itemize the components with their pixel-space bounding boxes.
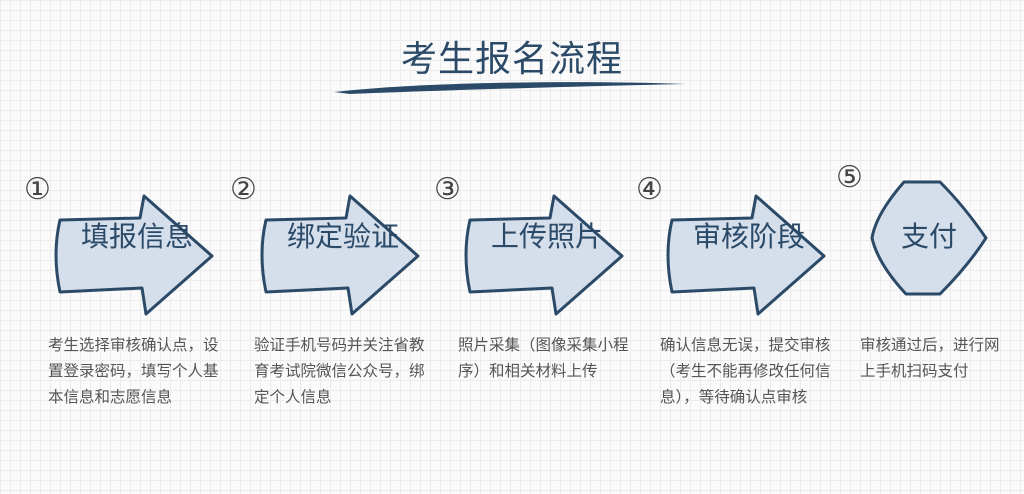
- step-label: 支付: [900, 220, 957, 253]
- step-label: 上传照片: [490, 220, 603, 253]
- step-label: 绑定验证: [286, 220, 399, 253]
- page-title: 考生报名流程: [400, 39, 623, 80]
- step-1: ① 填报信息 考生选择审核确认点，设置登录密码，填写个人基本信息和志愿信息: [24, 172, 250, 472]
- step-description: 考生选择审核确认点，设置登录密码，填写个人基本信息和志愿信息: [48, 336, 219, 406]
- title-underline-stroke: [334, 82, 686, 94]
- arrow-shape-icon: [260, 194, 420, 316]
- step-number: ③: [434, 172, 461, 207]
- step-description: 确认信息无误，提交审核（考生不能再修改任何信息），等待确认点审核: [660, 336, 831, 406]
- step-number: ④: [636, 172, 663, 207]
- step-description: 验证手机号码并关注省教育考试院微信公众号，绑定个人信息: [254, 336, 425, 406]
- step-5: ⑤ 支付 审核通过后，进行网上手机扫码支付: [836, 160, 1024, 460]
- step-number: ⑤: [836, 160, 863, 195]
- chevron-shape-icon: [870, 180, 988, 296]
- arrow-shape-icon: [666, 194, 826, 316]
- step-description: 照片采集（图像采集小程序）和相关材料上传: [458, 336, 629, 380]
- step-description: 审核通过后，进行网上手机扫码支付: [860, 336, 1000, 380]
- step-label: 审核阶段: [692, 220, 805, 253]
- step-3: ③ 上传照片 照片采集（图像采集小程序）和相关材料上传: [434, 172, 660, 472]
- step-4: ④ 审核阶段 确认信息无误，提交审核（考生不能再修改任何信息），等待确认点审核: [636, 172, 862, 472]
- step-number: ①: [24, 172, 51, 207]
- arrow-shape-icon: [54, 194, 214, 316]
- arrow-shape-icon: [464, 194, 624, 316]
- step-label: 填报信息: [80, 220, 193, 253]
- step-number: ②: [230, 172, 257, 207]
- step-2: ② 绑定验证 验证手机号码并关注省教育考试院微信公众号，绑定个人信息: [230, 172, 456, 472]
